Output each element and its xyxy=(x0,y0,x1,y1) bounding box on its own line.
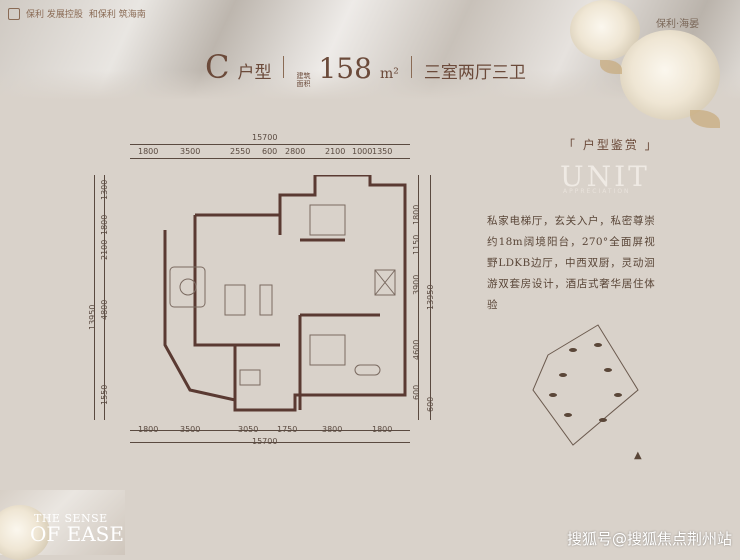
dim-top-6: 2100 xyxy=(325,147,346,156)
flower-decoration-icon xyxy=(0,505,50,560)
building-marker-icon xyxy=(564,413,572,417)
building-marker-icon xyxy=(549,393,557,397)
dim-top-3: 2550 xyxy=(230,147,251,156)
dim-bottom-1: 1800 xyxy=(138,425,159,434)
building-marker-icon xyxy=(559,373,567,377)
dim-bottom-6: 1800 xyxy=(372,425,393,434)
dim-left-2: 1800 xyxy=(100,214,109,235)
building-marker-icon xyxy=(569,348,577,352)
north-arrow-icon: ▲ xyxy=(634,450,642,461)
island-icon xyxy=(259,284,273,316)
building-marker-icon xyxy=(594,343,602,347)
ease-title: OF EASE xyxy=(30,522,124,546)
dim-left-5: 1550 xyxy=(100,384,109,405)
dim-top-4: 600 xyxy=(262,147,278,156)
dim-bottom-3: 3050 xyxy=(238,425,259,434)
elevator-icon xyxy=(374,269,396,296)
desk-icon xyxy=(239,369,261,386)
brand-slogan: 和保利 筑海南 xyxy=(88,10,146,20)
dim-bottom-5: 3800 xyxy=(322,425,343,434)
room-layout: 三室两厅三卫 xyxy=(423,63,526,83)
area-unit: m² xyxy=(379,66,399,82)
dim-total-top: 15700 xyxy=(252,133,278,142)
building-marker-icon xyxy=(604,368,612,372)
title-divider xyxy=(410,56,412,78)
dim-line-top xyxy=(130,158,410,159)
dim-right-total: 13950 xyxy=(426,284,435,310)
unit-description: 私家电梯厅，玄关入户，私密尊崇约18m阔境阳台，270°全面屏视野LDKB边厅，… xyxy=(487,215,655,311)
panel-tag: 「 户型鉴赏 」 xyxy=(563,138,659,152)
dim-right-3: 3900 xyxy=(412,274,421,295)
area-label: 建筑 面积 xyxy=(296,72,310,88)
unit-title: C 户型 建筑 面积 158 m² 三室两厅三卫 xyxy=(205,48,526,88)
bed-icon xyxy=(309,334,346,366)
outer-wall xyxy=(193,175,407,412)
dim-top-5: 2800 xyxy=(285,147,306,156)
dim-line-right xyxy=(418,175,419,420)
area-label-line1: 建筑 xyxy=(296,72,311,80)
leaf-decoration-icon xyxy=(690,110,720,128)
site-boundary xyxy=(532,324,639,446)
dim-right-5: 600 xyxy=(412,384,421,400)
unit-heading: UNIT xyxy=(560,160,650,193)
dim-right-1: 1150 xyxy=(412,234,421,255)
dim-line-right-total xyxy=(430,175,431,420)
dim-right-6: 600 xyxy=(426,396,435,412)
dim-bottom-2: 3500 xyxy=(180,425,201,434)
coffee-table-icon xyxy=(179,278,197,296)
area-value: 158 xyxy=(318,52,372,85)
dim-bottom-4: 1750 xyxy=(277,425,298,434)
area-label-line2: 面积 xyxy=(296,80,311,88)
type-label: 户型 xyxy=(237,63,272,83)
project-logo-text: 保利·海晏 xyxy=(656,19,700,30)
sense-title: THE SENSE xyxy=(34,512,108,525)
bed-icon xyxy=(309,204,346,236)
elevator-icon xyxy=(374,269,396,296)
dim-top-8: 1350 xyxy=(372,147,393,156)
flower-decoration-icon xyxy=(620,30,720,120)
dining-table-icon xyxy=(224,284,246,316)
building-site-plan xyxy=(532,324,639,446)
dim-left-total: 13950 xyxy=(88,304,97,330)
dim-top-1: 1800 xyxy=(138,147,159,156)
dim-top-7: 1000 xyxy=(352,147,373,156)
dim-right-2: 1800 xyxy=(412,204,421,225)
building-marker-icon xyxy=(614,393,622,397)
dim-right-4: 4600 xyxy=(412,339,421,360)
dim-line-left xyxy=(104,175,105,420)
plan-furniture xyxy=(169,204,396,386)
building-markers xyxy=(549,343,622,422)
dim-left-1: 1300 xyxy=(100,179,109,200)
brand-name: 保利 发展控股 xyxy=(26,10,83,20)
brand-row: 保利 发展控股 和保利 筑海南 xyxy=(8,7,146,20)
bathtub-icon xyxy=(354,364,381,376)
project-logo: 保利·海晏 xyxy=(656,15,699,30)
building-marker-icon xyxy=(599,418,607,422)
type-letter: C xyxy=(205,48,230,86)
dim-line-left-total xyxy=(94,175,95,420)
dim-top-2: 3500 xyxy=(180,147,201,156)
unit-subheading: APPRECIATION xyxy=(563,188,631,195)
dim-line-bottom-total xyxy=(130,442,410,443)
leaf-decoration-icon xyxy=(600,60,622,74)
sofa-icon xyxy=(169,266,206,308)
plan-walls xyxy=(163,175,407,412)
dim-line-top-total xyxy=(130,144,410,145)
dim-left-3: 2100 xyxy=(100,239,109,260)
watermark: 搜狐号@搜狐焦点荆州站 xyxy=(566,530,732,548)
floor-plan xyxy=(163,175,407,412)
title-divider xyxy=(283,56,285,78)
dim-total-bottom: 15700 xyxy=(252,437,278,446)
poly-logo-icon xyxy=(8,7,20,20)
dim-left-4: 4800 xyxy=(100,299,109,320)
dim-line-bottom xyxy=(130,430,410,431)
